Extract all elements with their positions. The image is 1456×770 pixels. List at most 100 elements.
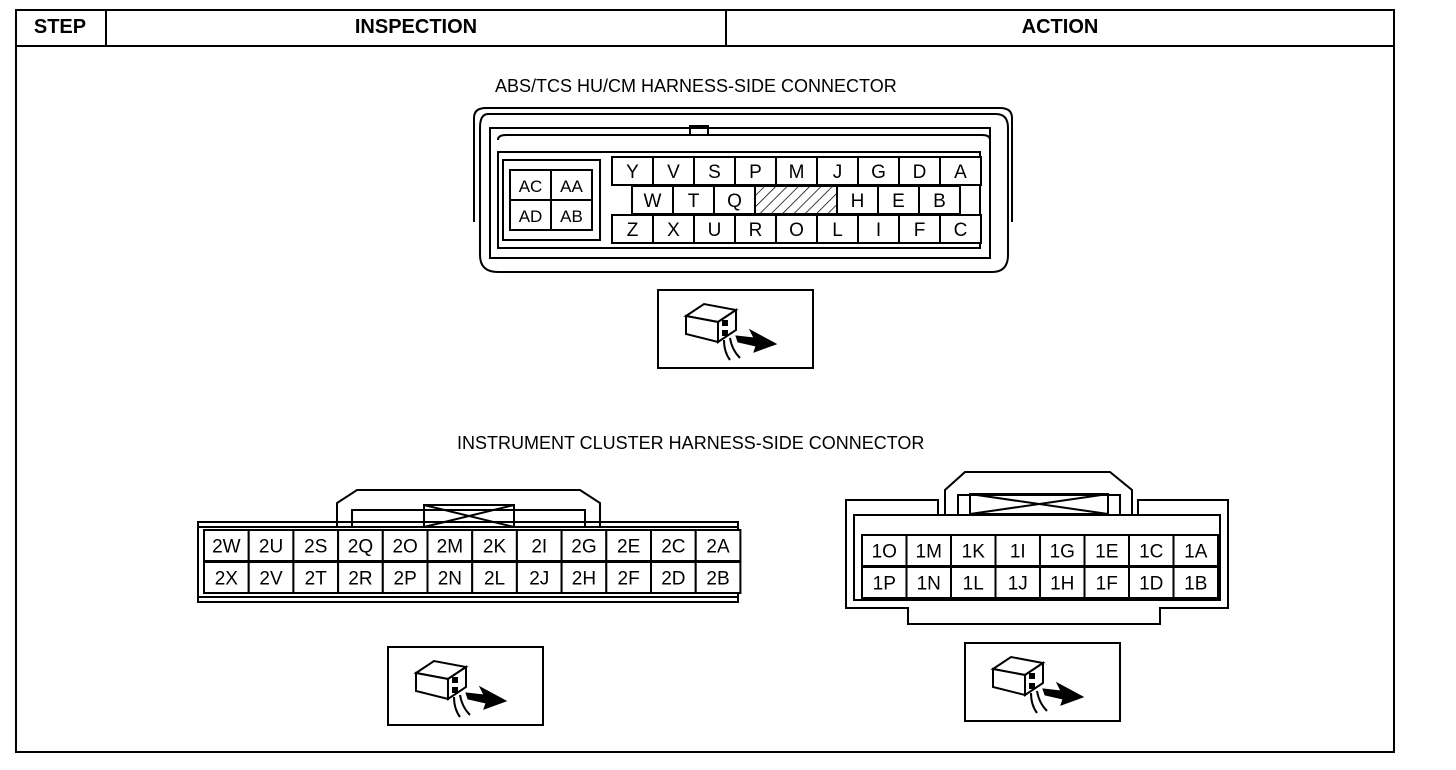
pin-2x-label: 2X bbox=[215, 569, 239, 590]
pin-2i-label: 2I bbox=[531, 537, 547, 558]
pin-2g-label: 2G bbox=[571, 537, 596, 558]
inspection-header: INSPECTION bbox=[107, 9, 727, 45]
abs-pin-l-label: L bbox=[832, 220, 843, 241]
abs-pin-a-label: A bbox=[954, 162, 967, 183]
abs-pin-l bbox=[816, 214, 859, 244]
pin-1f-label: 1F bbox=[1096, 574, 1118, 595]
abs-pin-ab bbox=[550, 199, 593, 231]
harness-side-connector-icon bbox=[657, 289, 814, 369]
pin-1e-label: 1E bbox=[1095, 542, 1118, 563]
harness-side-connector-icon bbox=[387, 646, 544, 726]
pin-1b bbox=[1172, 566, 1219, 599]
pin-2p-label: 2P bbox=[394, 569, 417, 590]
pin-2u-label: 2U bbox=[259, 537, 283, 558]
abs-pin-aa bbox=[550, 169, 593, 201]
pin-1n-label: 1N bbox=[917, 574, 941, 595]
abs-connector-housing bbox=[473, 107, 1013, 273]
pin-1p-label: 1P bbox=[873, 574, 896, 595]
abs-pin-p-label: P bbox=[749, 162, 762, 183]
abs-pin-b-label: B bbox=[933, 191, 946, 212]
pin-1e bbox=[1083, 534, 1130, 567]
abs-pin-c-label: C bbox=[954, 220, 968, 241]
pin-2m-label: 2M bbox=[437, 537, 463, 558]
abs-pin-m-label: M bbox=[789, 162, 805, 183]
abs-pin-r-label: R bbox=[749, 220, 763, 241]
pin-2v bbox=[247, 561, 295, 594]
abs-pin-w-label: W bbox=[644, 191, 662, 212]
abs-pin-g-label: G bbox=[871, 162, 886, 183]
abs-pin-ad-label: AD bbox=[519, 207, 543, 226]
action-header: ACTION bbox=[1021, 15, 1099, 38]
pin-1h-label: 1H bbox=[1050, 574, 1074, 595]
pin-2s-label: 2S bbox=[304, 537, 327, 558]
pin-1g-label: 1G bbox=[1050, 542, 1075, 563]
pin-1j-label: 1J bbox=[1008, 574, 1028, 595]
pin-2b-label: 2B bbox=[706, 569, 729, 590]
pin-1f bbox=[1083, 566, 1130, 599]
pin-2h bbox=[560, 561, 608, 594]
abs-pin-c bbox=[939, 214, 982, 244]
pin-2l-label: 2L bbox=[484, 569, 505, 590]
abs-pin-f-label: F bbox=[914, 220, 926, 241]
pin-1i-label: 1I bbox=[1010, 542, 1026, 563]
abs-pin-s-label: S bbox=[708, 162, 721, 183]
table-frame bbox=[15, 9, 1395, 753]
pin-1b-label: 1B bbox=[1184, 574, 1207, 595]
pin-2t-label: 2T bbox=[305, 569, 328, 590]
abs-pin-o-label: O bbox=[789, 220, 804, 241]
pin-2w-label: 2W bbox=[212, 537, 241, 558]
pin-2k-label: 2K bbox=[483, 537, 507, 558]
pin-2e-label: 2E bbox=[617, 537, 640, 558]
pin-2b bbox=[694, 561, 742, 594]
abs-pin-i bbox=[857, 214, 900, 244]
pin-1d-label: 1D bbox=[1139, 574, 1163, 595]
abs-connector-title: ABS/TCS HU/CM HARNESS-SIDE CONNECTOR bbox=[495, 76, 897, 96]
pin-1h bbox=[1039, 566, 1086, 599]
pin-1m-label: 1M bbox=[916, 542, 942, 563]
pin-2a bbox=[694, 529, 742, 562]
table-header: STEP INSPECTION ACTION bbox=[15, 9, 1395, 47]
pin-1o-label: 1O bbox=[872, 542, 897, 563]
pin-1o bbox=[861, 534, 908, 567]
abs-pin-b bbox=[918, 185, 961, 215]
abs-pin-e bbox=[877, 185, 920, 215]
abs-pin-a bbox=[939, 156, 982, 186]
abs-pin-r bbox=[734, 214, 777, 244]
pin-1a bbox=[1172, 534, 1219, 567]
pin-2c-label: 2C bbox=[661, 537, 685, 558]
abs-pin-h-label: H bbox=[851, 191, 865, 212]
pin-2j bbox=[515, 561, 563, 594]
pin-1a-label: 1A bbox=[1184, 542, 1208, 563]
abs-pin-ab-label: AB bbox=[560, 207, 583, 226]
pin-2j-label: 2J bbox=[529, 569, 549, 590]
abs-pin-d-label: D bbox=[913, 162, 927, 183]
abs-pin-y-label: Y bbox=[626, 162, 639, 183]
pin-2o bbox=[381, 529, 429, 562]
pin-2p bbox=[381, 561, 429, 594]
pin-1l-label: 1L bbox=[963, 574, 984, 595]
pin-1c-label: 1C bbox=[1139, 542, 1163, 563]
harness-side-connector-icon bbox=[964, 642, 1121, 722]
pin-2f bbox=[605, 561, 652, 594]
abs-pin-z bbox=[611, 214, 654, 244]
pin-2a-label: 2A bbox=[706, 537, 730, 558]
pin-2h-label: 2H bbox=[572, 569, 596, 590]
abs-pin-aa-label: AA bbox=[560, 177, 583, 196]
pin-2o-label: 2O bbox=[392, 537, 417, 558]
cluster-connector-1-housing bbox=[845, 471, 1229, 625]
abs-pin-e-label: E bbox=[892, 191, 905, 212]
abs-blank-cavity bbox=[754, 185, 838, 215]
pin-2v-label: 2V bbox=[259, 569, 283, 590]
abs-pin-j-label: J bbox=[833, 162, 843, 183]
pin-2f-label: 2F bbox=[618, 569, 640, 590]
pin-2d-label: 2D bbox=[661, 569, 685, 590]
pin-2r-label: 2R bbox=[348, 569, 372, 590]
abs-pin-t-label: T bbox=[688, 191, 700, 212]
abs-pin-u-label: U bbox=[708, 220, 722, 241]
abs-pin-z-label: Z bbox=[627, 220, 639, 241]
abs-pin-ac-label: AC bbox=[519, 177, 543, 196]
abs-pin-v-label: V bbox=[667, 162, 680, 183]
abs-pin-x-label: X bbox=[667, 220, 680, 241]
pin-2n-label: 2N bbox=[438, 569, 462, 590]
